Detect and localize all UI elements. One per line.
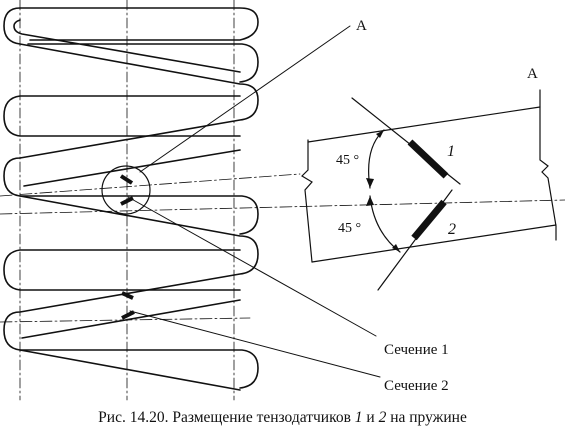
caption-conjunction: и xyxy=(362,409,379,426)
detail-view-a xyxy=(301,89,557,291)
view-a-label-detail: A xyxy=(527,66,538,82)
gauge-mark-1-lower xyxy=(120,196,134,206)
strain-gauge-1 xyxy=(407,139,449,179)
wire-break-left xyxy=(301,139,313,263)
caption-prefix: Рис. 14.20. Размещение тензодатчиков xyxy=(98,409,355,426)
leader-to-view-a xyxy=(139,25,351,173)
gauge-mark-2-upper xyxy=(121,291,134,300)
strain-gauge-2 xyxy=(411,199,447,241)
detail-gauges xyxy=(407,139,449,241)
gauge-number-2: 2 xyxy=(448,221,456,238)
helical-spring-drawing xyxy=(0,0,565,401)
caption-gauge-1: 1 xyxy=(354,409,363,426)
figure-caption: Рис. 14.20. Размещение тензодатчиков 1 и… xyxy=(0,408,565,428)
caption-gauge-2: 2 xyxy=(378,409,387,426)
detail-arrowheads xyxy=(366,130,400,252)
detail-circle xyxy=(101,165,151,215)
leader-section-2 xyxy=(129,310,381,378)
section-plane-line-upper xyxy=(0,173,301,197)
arrowhead-upper-start xyxy=(376,130,384,138)
gauge-mark-2-lower xyxy=(121,310,135,320)
wire-edge-bottom xyxy=(311,224,557,263)
leader-section-1 xyxy=(127,196,377,337)
wire-break-right xyxy=(539,89,557,241)
angle-label-upper: 45 ° xyxy=(336,153,359,168)
section-plane-line-lower xyxy=(0,317,251,323)
spring-coil-inner xyxy=(3,19,259,389)
view-a-label-top: A xyxy=(356,18,367,34)
spring-gauge-marks xyxy=(119,174,135,320)
section-plane-line xyxy=(0,199,565,215)
spring-top-coil xyxy=(19,7,259,41)
angle-label-lower: 45 ° xyxy=(338,221,361,236)
arrowhead-lower-start xyxy=(366,196,374,206)
arrowhead-lower-end xyxy=(392,244,400,252)
gauge-number-1: 1 xyxy=(447,143,455,160)
gauge-mark-1-upper xyxy=(119,174,134,185)
caption-suffix: на пружине xyxy=(386,409,467,426)
spring-coil-outline xyxy=(3,7,259,391)
section-1-label: Сечение 1 xyxy=(384,342,449,358)
arrowhead-upper-end xyxy=(366,178,374,188)
wire-edge-top xyxy=(307,106,541,143)
section-2-label: Сечение 2 xyxy=(384,378,449,394)
